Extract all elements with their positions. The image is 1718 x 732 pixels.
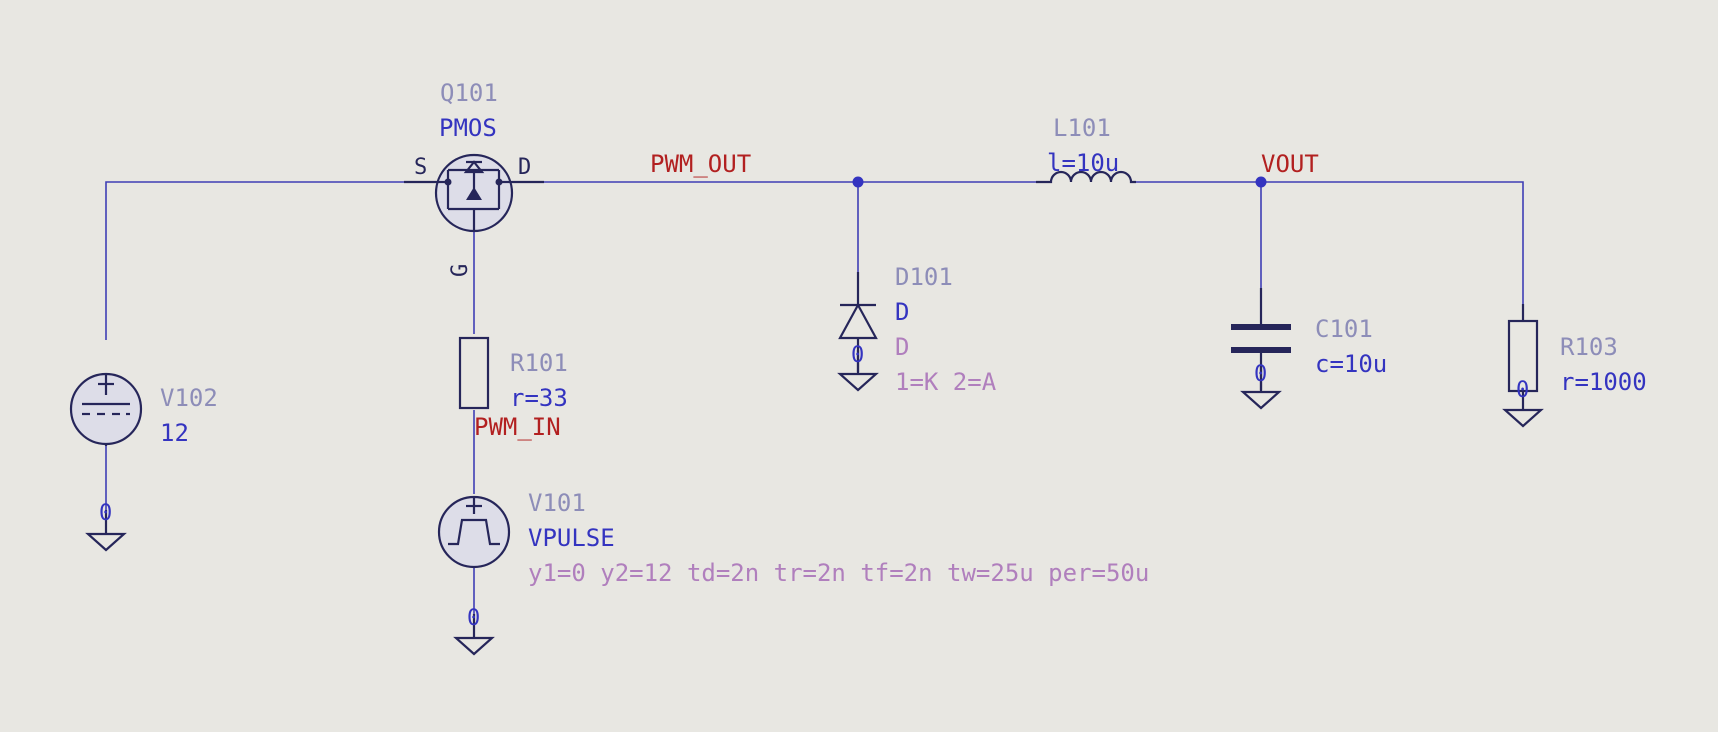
mosfet-symbol[interactable] bbox=[404, 153, 544, 233]
q101-pin-s: S bbox=[414, 155, 427, 180]
q101-reference[interactable]: Q101 bbox=[440, 79, 498, 107]
wire-v102-to-source[interactable] bbox=[105, 181, 404, 340]
net-label-vout[interactable]: VOUT bbox=[1261, 150, 1319, 178]
q101-value[interactable]: PMOS bbox=[439, 114, 497, 142]
l101-value[interactable]: l=10u bbox=[1047, 149, 1119, 177]
v101-reference[interactable]: V101 bbox=[528, 489, 586, 517]
c101-reference[interactable]: C101 bbox=[1315, 315, 1373, 343]
v102-value[interactable]: 12 bbox=[160, 419, 189, 447]
wires bbox=[105, 181, 1524, 638]
l101-inductor-symbol[interactable] bbox=[1036, 170, 1136, 184]
r103-reference[interactable]: R103 bbox=[1560, 333, 1618, 361]
d101-reference[interactable]: D101 bbox=[895, 263, 953, 291]
r101-value[interactable]: r=33 bbox=[510, 384, 568, 412]
v101-parameters[interactable]: y1=0 y2=12 td=2n tr=2n tf=2n tw=25u per=… bbox=[528, 559, 1149, 587]
net-label-pwm-out[interactable]: PWM_OUT bbox=[650, 150, 751, 178]
ground-label: 0 bbox=[99, 501, 112, 526]
d101-value[interactable]: D bbox=[895, 298, 909, 326]
ground-label: 0 bbox=[851, 343, 864, 368]
ground-symbol-c101[interactable]: 0 bbox=[1240, 362, 1282, 410]
net-label-pwm-in[interactable]: PWM_IN bbox=[474, 413, 561, 441]
q101-pin-g: G bbox=[448, 264, 473, 277]
l101-reference[interactable]: L101 bbox=[1053, 114, 1111, 142]
v102-dc-source-symbol[interactable] bbox=[69, 372, 143, 446]
junction-pwm-out bbox=[852, 176, 864, 188]
q101-pin-d: D bbox=[518, 155, 531, 180]
ground-label: 0 bbox=[1516, 378, 1529, 403]
ground-label: 0 bbox=[467, 606, 480, 631]
v101-value[interactable]: VPULSE bbox=[528, 524, 615, 552]
v102-reference[interactable]: V102 bbox=[160, 384, 218, 412]
d101-pin-map[interactable]: 1=K 2=A bbox=[895, 368, 997, 396]
c101-value[interactable]: c=10u bbox=[1315, 350, 1387, 378]
r101-resistor-symbol[interactable] bbox=[458, 336, 490, 410]
d101-model[interactable]: D bbox=[895, 333, 909, 361]
junction-vout bbox=[1255, 176, 1267, 188]
r103-value[interactable]: r=1000 bbox=[1560, 368, 1647, 396]
v101-pulse-source-symbol[interactable] bbox=[437, 495, 511, 569]
wire-vout-to-r103[interactable] bbox=[1261, 181, 1524, 304]
r101-reference[interactable]: R101 bbox=[510, 349, 568, 377]
ground-symbol-d101[interactable]: 0 bbox=[837, 343, 879, 392]
ground-symbol-v101[interactable]: 0 bbox=[453, 606, 495, 656]
ground-label: 0 bbox=[1254, 362, 1267, 387]
ground-symbol-r103[interactable]: 0 bbox=[1502, 378, 1544, 428]
ground-symbol-v102[interactable]: 0 bbox=[85, 501, 127, 552]
